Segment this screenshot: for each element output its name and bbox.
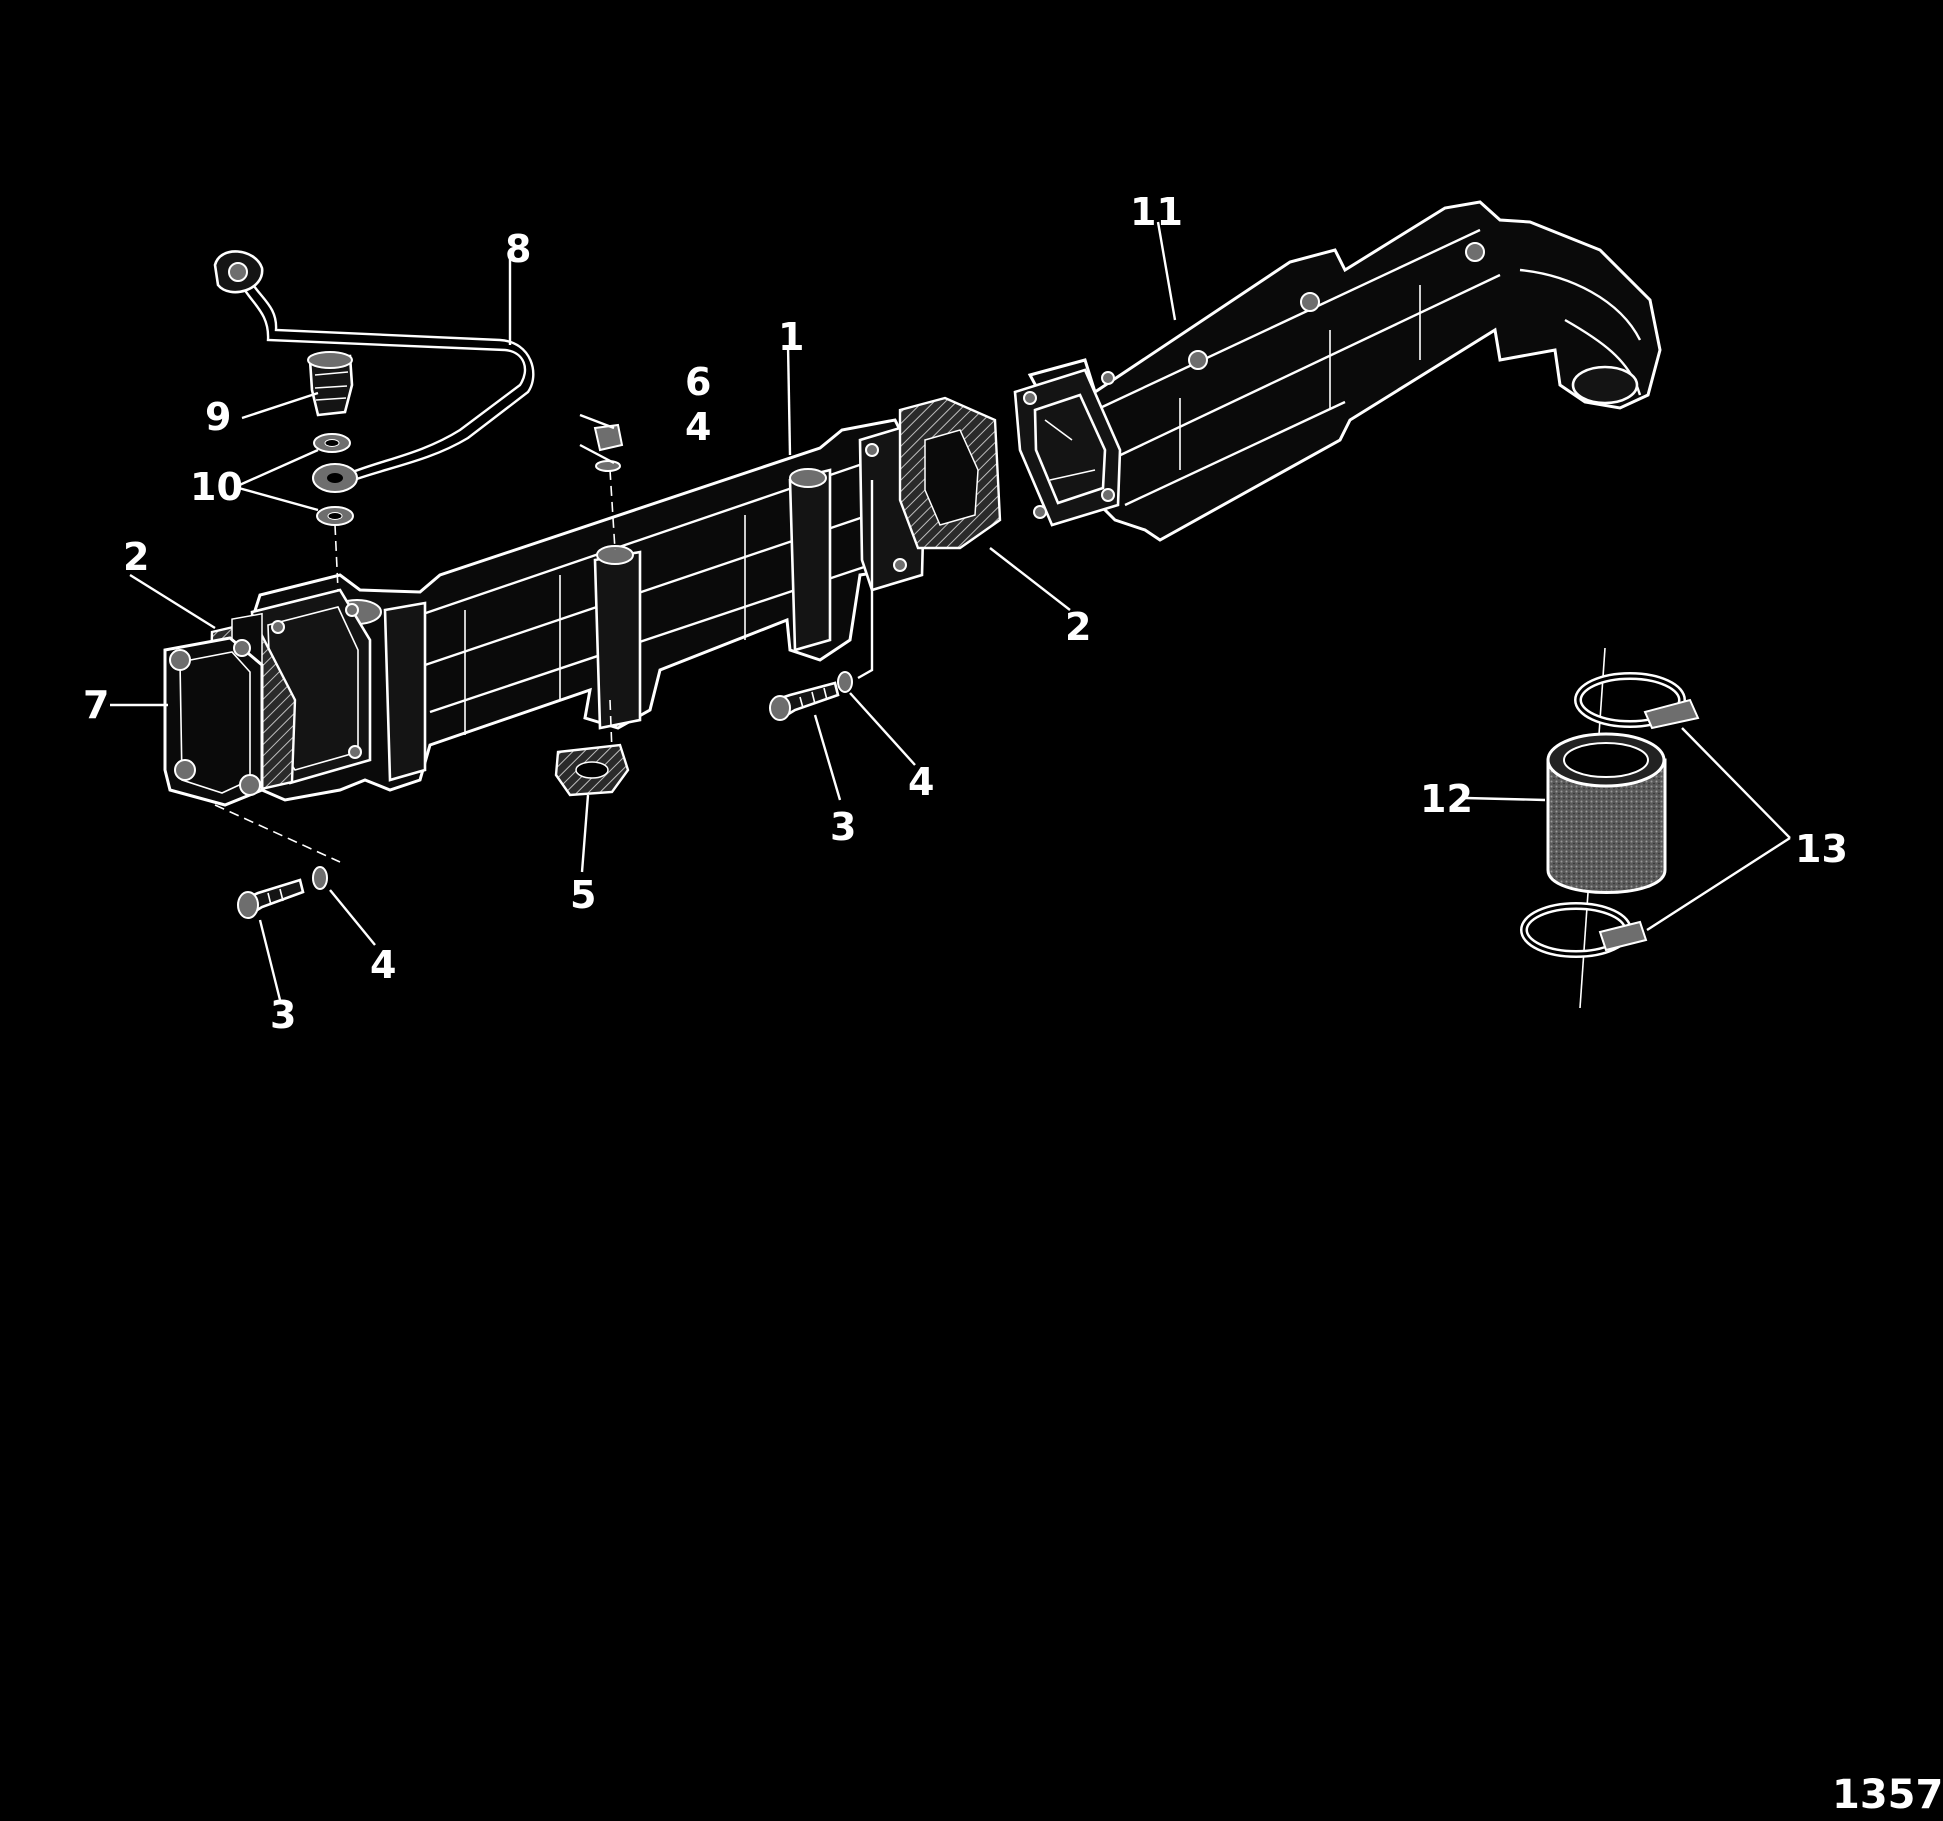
label-part-3-middle: 3	[830, 805, 856, 849]
seal-part-5	[554, 743, 630, 797]
washer-part-4-top	[595, 460, 621, 472]
centerline-cover-bolt	[214, 804, 341, 863]
label-part-6: 6	[685, 360, 711, 404]
label-part-7: 7	[83, 683, 109, 727]
water-tube-part-8	[213, 250, 535, 484]
bolt-part-3-lower	[237, 878, 305, 919]
label-part-10: 10	[190, 465, 243, 509]
hose-clamp-upper-part-13	[1574, 672, 1700, 730]
label-part-13: 13	[1795, 827, 1848, 871]
exhaust-elbow-part-11	[1013, 200, 1662, 542]
label-part-11: 11	[1130, 190, 1183, 234]
label-part-8: 8	[505, 227, 531, 271]
label-part-4-middle: 4	[908, 760, 934, 804]
nut-part-6	[593, 423, 624, 452]
label-part-4-lower: 4	[370, 943, 396, 987]
label-part-1: 1	[778, 315, 804, 359]
washer-part-4-lower	[312, 866, 328, 890]
callout-labels: 11 8 1 6 4 9 10 2 2 7 5 3 4 3 4 12 13	[83, 190, 1848, 1037]
label-part-9: 9	[205, 395, 231, 439]
gasket-rear-part-2	[898, 396, 1002, 550]
end-cover-part-7	[163, 636, 264, 807]
label-part-12: 12	[1420, 777, 1473, 821]
banjo-fitting	[312, 463, 358, 493]
washer-upper-part-10	[313, 433, 351, 453]
hose-part-12	[1546, 732, 1667, 894]
centerline-seal	[609, 699, 613, 753]
banjo-bolt-part-9	[307, 351, 354, 417]
reference-number: 13575	[1832, 1772, 1943, 1818]
leader-lines	[110, 221, 1791, 1001]
label-part-2-front: 2	[123, 535, 149, 579]
bolt-part-3-middle	[769, 681, 840, 721]
washer-lower-part-10	[316, 506, 354, 526]
washer-part-4-middle	[837, 671, 853, 693]
centerline-stud	[609, 469, 616, 551]
label-part-4-top: 4	[685, 405, 711, 449]
leader-bolt-middle	[857, 480, 874, 680]
centerline-banjo	[334, 524, 339, 591]
label-part-5: 5	[570, 873, 596, 917]
label-part-2-rear: 2	[1065, 605, 1091, 649]
label-part-3-lower: 3	[270, 993, 296, 1037]
hose-clamp-lower-part-13	[1520, 902, 1648, 958]
